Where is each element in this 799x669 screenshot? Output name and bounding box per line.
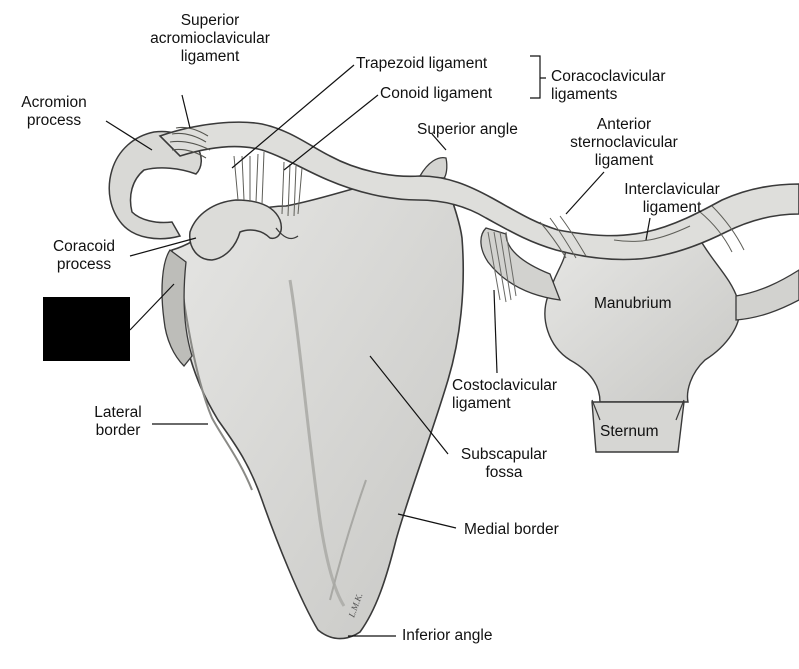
scapula-shape — [171, 174, 465, 640]
first-rib-left — [480, 227, 562, 301]
label-manubrium: Manubrium — [594, 295, 672, 312]
superior-angle-tip — [418, 156, 448, 179]
label-costoclavicular-ligament: Costoclavicular ligament — [452, 377, 558, 412]
label-anterior-sternoclavicular-ligament: Anterior sternoclavicular ligament — [570, 116, 678, 169]
label-coracoid-process: Coracoid process — [52, 238, 116, 273]
acromioclavicular-fibers — [169, 126, 211, 159]
label-subscapular-fossa: Subscapular fossa — [460, 446, 548, 481]
label-inferior-angle: Inferior angle — [402, 627, 493, 644]
clavicle-shape — [158, 121, 799, 261]
label-trapezoid-ligament: Trapezoid ligament — [356, 55, 488, 72]
label-interclavicular-ligament: Interclavicular ligament — [624, 181, 720, 216]
label-superior-angle: Superior angle — [417, 121, 518, 138]
first-rib-right — [735, 269, 799, 321]
glenoid-region — [161, 249, 193, 367]
sternum-body-shape — [591, 401, 685, 453]
label-conoid-ligament: Conoid ligament — [380, 85, 493, 102]
label-medial-border: Medial border — [464, 521, 559, 538]
coracoid-shape — [189, 199, 282, 261]
redaction-box — [43, 297, 130, 361]
costoclavicular-fibers — [487, 231, 517, 303]
sternoclavicular-fibers — [539, 205, 745, 259]
manubrium-shape — [544, 235, 741, 403]
label-lateral-border: Lateral border — [94, 404, 142, 439]
label-coracoclavicular-ligaments: Coracoclavicular ligaments — [551, 68, 666, 103]
leader-lines — [105, 55, 651, 637]
label-sternum: Sternum — [600, 423, 659, 440]
coracoclavicular-fibers — [233, 151, 303, 217]
label-acromion-process: Acromion process — [21, 94, 87, 129]
label-superior-acromioclavicular-ligament: Superior acromioclavicular ligament — [150, 12, 270, 65]
